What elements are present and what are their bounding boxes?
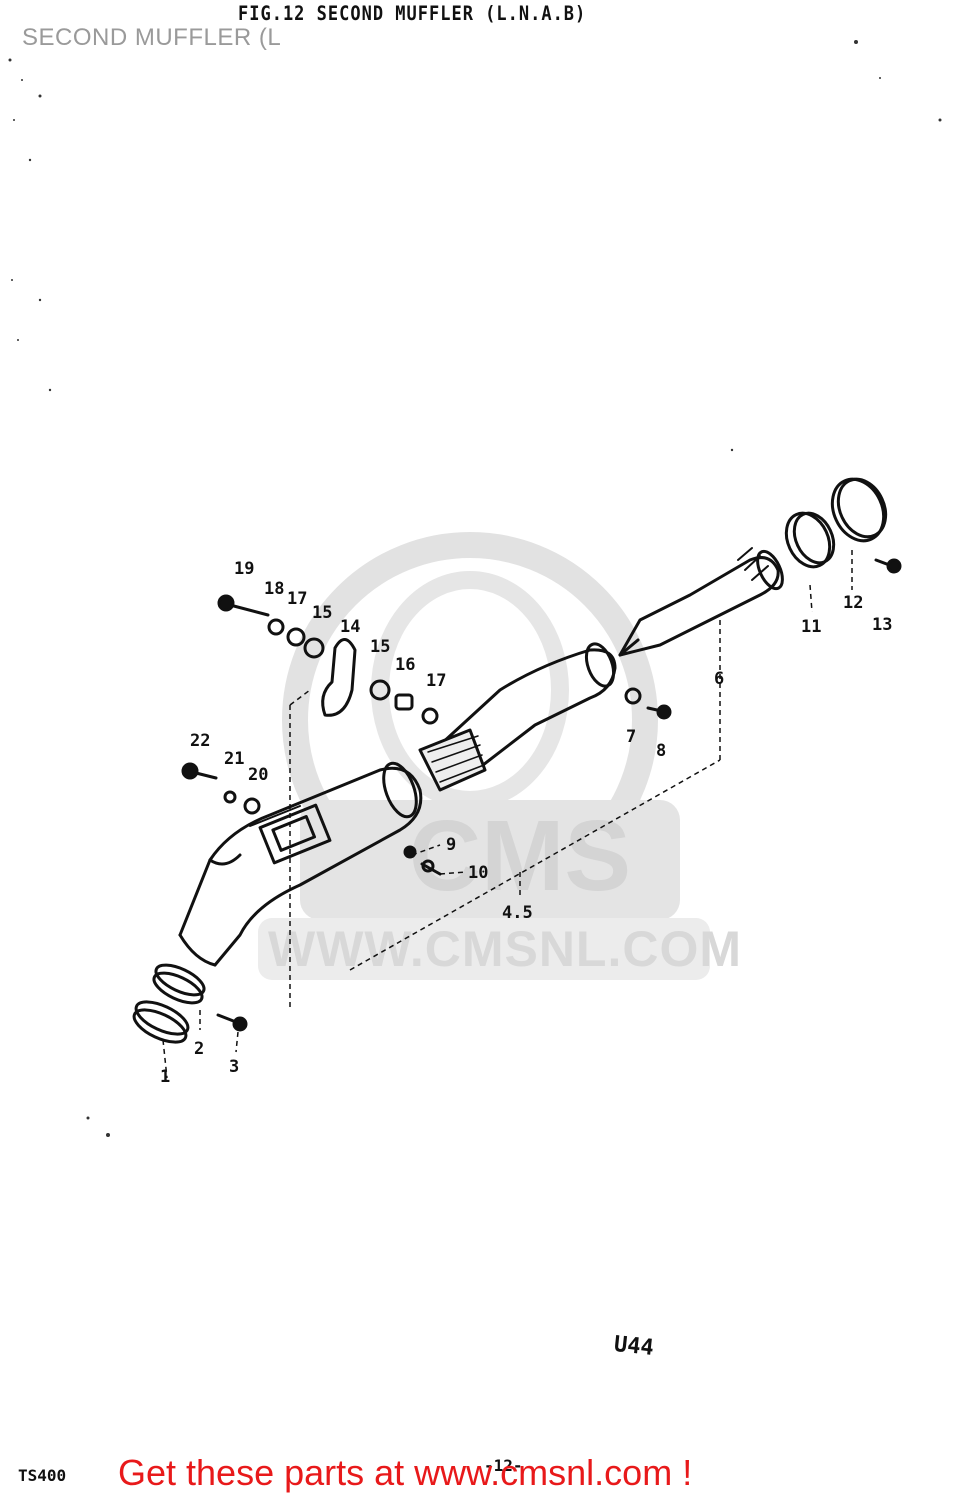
bolt-part-10	[420, 859, 442, 876]
page-title: SECOND MUFFLER (L	[22, 24, 282, 51]
bolt-part-8	[646, 704, 672, 720]
callout-2: 2	[194, 1039, 204, 1059]
callout-9: 9	[446, 835, 456, 855]
parts-link-banner[interactable]: Get these parts at www.cmsnl.com !	[118, 1452, 693, 1493]
callout-18: 18	[264, 579, 284, 599]
callout-20: 20	[248, 765, 268, 785]
callout-17a: 17	[287, 589, 307, 609]
page-number: -12-	[484, 1456, 523, 1475]
bolt-part-22	[181, 762, 218, 780]
ring-part-2	[154, 963, 206, 997]
callout-22: 22	[190, 731, 210, 751]
clamp-part-12	[830, 477, 886, 543]
callout-15a: 15	[312, 603, 332, 623]
collar-part-16	[394, 693, 414, 711]
callout-16: 16	[395, 655, 415, 675]
callout-4-5: 4.5	[502, 903, 533, 923]
scan-noise	[8, 40, 942, 1137]
front-pipe-body	[178, 761, 423, 967]
bolt-part-3	[216, 1013, 248, 1032]
washer-part-21	[223, 790, 237, 804]
model-label: TS400	[18, 1466, 67, 1485]
callout-17b: 17	[426, 671, 446, 691]
tail-pipe-part-6	[618, 547, 784, 657]
callout-10: 10	[468, 863, 488, 883]
ring-part-11	[784, 511, 832, 569]
nut-part-17b	[421, 707, 439, 725]
watermark-url: WWW.CMSNL.COM	[268, 921, 743, 977]
muffler-middle	[418, 642, 617, 792]
callout-6: 6	[714, 669, 724, 689]
washer-part-18	[267, 618, 285, 636]
washer-part-7	[624, 687, 642, 705]
nut-part-20	[243, 797, 261, 815]
bracket-part-14	[321, 638, 357, 717]
spacer-part-15b	[369, 679, 391, 701]
callout-21: 21	[224, 749, 244, 769]
leader-lines	[162, 550, 853, 1079]
callout-3: 3	[229, 1057, 239, 1077]
callout-15b: 15	[370, 637, 390, 657]
washer-part-17	[286, 627, 306, 647]
spacer-part-15	[303, 637, 325, 659]
callout-1: 1	[160, 1067, 170, 1087]
figure-title: FIG.12 SECOND MUFFLER (L.N.A.B)	[238, 2, 587, 26]
callout-8: 8	[656, 741, 666, 761]
document-code: U44	[612, 1331, 655, 1362]
nut-part-9	[403, 845, 417, 859]
callout-12: 12	[843, 593, 863, 613]
bolt-part-13	[874, 558, 902, 574]
callout-19: 19	[234, 559, 254, 579]
callout-7: 7	[626, 727, 636, 747]
ring-part-1	[134, 1000, 190, 1036]
callout-14: 14	[340, 617, 360, 637]
callout-13: 13	[872, 615, 892, 635]
callout-11: 11	[801, 617, 821, 637]
bolt-part-19	[217, 594, 270, 617]
